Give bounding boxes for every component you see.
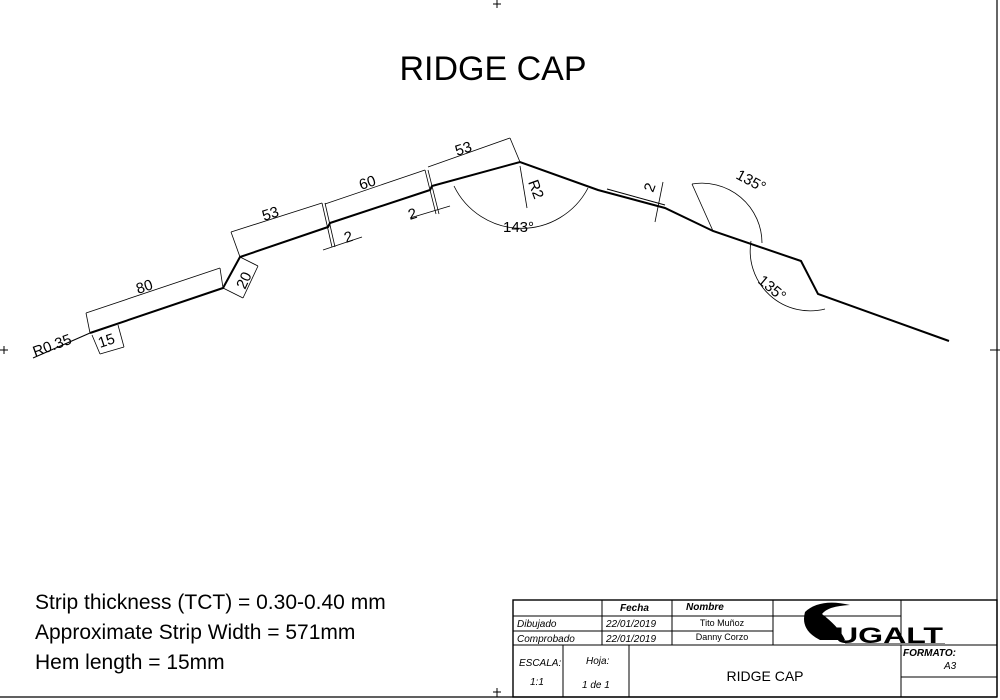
escala-value: 1:1 bbox=[530, 677, 544, 688]
formato-value: A3 bbox=[943, 661, 957, 672]
dibujado-label: Dibujado bbox=[517, 619, 557, 630]
ridge-cap-profile bbox=[89, 160, 950, 342]
hem-line bbox=[606, 188, 666, 206]
drawing-notes: Strip thickness (TCT) = 0.30-0.40 mm App… bbox=[35, 588, 386, 678]
dim-peak-angle: 143° bbox=[503, 219, 534, 236]
dimension-labels: R0.35 15 80 20 53 2 60 2 53 R2 143° 2 13… bbox=[31, 138, 790, 360]
hem-leader bbox=[32, 332, 91, 359]
dim-seg3: 60 bbox=[357, 172, 378, 193]
company-logo: UGALT bbox=[804, 602, 945, 648]
dibujado-nombre: Tito Muñoz bbox=[700, 618, 745, 628]
nombre-label: Nombre bbox=[686, 602, 724, 613]
comprobado-label: Comprobado bbox=[517, 634, 575, 645]
dim-seg2: 53 bbox=[260, 203, 281, 224]
title-block: Fecha Nombre Dibujado 22/01/2019 Tito Mu… bbox=[512, 599, 998, 698]
dim-step2: 2 bbox=[342, 228, 355, 247]
note-strip-width: Approximate Strip Width = 571mm bbox=[35, 621, 356, 644]
dim-seg1: 80 bbox=[134, 276, 155, 297]
dim-bend-radius: R2 bbox=[524, 178, 547, 202]
hoja-label: Hoja: bbox=[586, 656, 610, 667]
note-strip-thickness: Strip thickness (TCT) = 0.30-0.40 mm bbox=[35, 591, 386, 614]
fecha-label: Fecha bbox=[620, 603, 649, 614]
dim-hem: 15 bbox=[96, 330, 117, 351]
comprobado-nombre: Danny Corzo bbox=[696, 632, 749, 642]
drawing-title: RIDGE CAP bbox=[399, 50, 586, 88]
formato-label: FORMATO: bbox=[903, 648, 956, 659]
dim-step3: 2 bbox=[406, 205, 419, 224]
dim-step4: 2 bbox=[641, 181, 660, 195]
title-block-title: RIDGE CAP bbox=[726, 668, 803, 684]
hoja-value: 1 de 1 bbox=[582, 680, 610, 691]
dim-seg4: 53 bbox=[453, 138, 474, 159]
dim-angle1: 135° bbox=[733, 167, 768, 197]
dibujado-fecha: 22/01/2019 bbox=[605, 619, 656, 630]
dimension-lines bbox=[85, 137, 826, 355]
escala-label: ESCALA: bbox=[519, 658, 561, 669]
dim-step1: 20 bbox=[233, 269, 255, 291]
note-hem-length: Hem length = 15mm bbox=[35, 651, 225, 674]
dim-angle2: 135° bbox=[754, 272, 789, 305]
comprobado-fecha: 22/01/2019 bbox=[605, 634, 656, 645]
dim-hem-radius: R0.35 bbox=[31, 331, 74, 361]
